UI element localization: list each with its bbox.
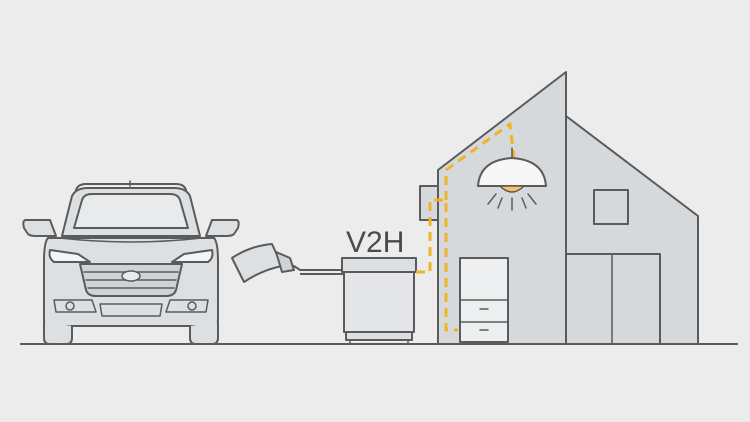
refrigerator-icon bbox=[459, 257, 509, 343]
v2h-label: V2H bbox=[346, 226, 404, 259]
power-line bbox=[416, 122, 516, 332]
charging-plug-icon bbox=[231, 243, 301, 283]
ceiling-lamp-icon bbox=[477, 147, 547, 211]
window-icon bbox=[593, 189, 629, 225]
car-icon bbox=[22, 180, 240, 345]
charging-cable bbox=[300, 269, 346, 275]
garage-door-icon bbox=[565, 253, 661, 345]
v2h-charger-icon bbox=[341, 257, 417, 345]
